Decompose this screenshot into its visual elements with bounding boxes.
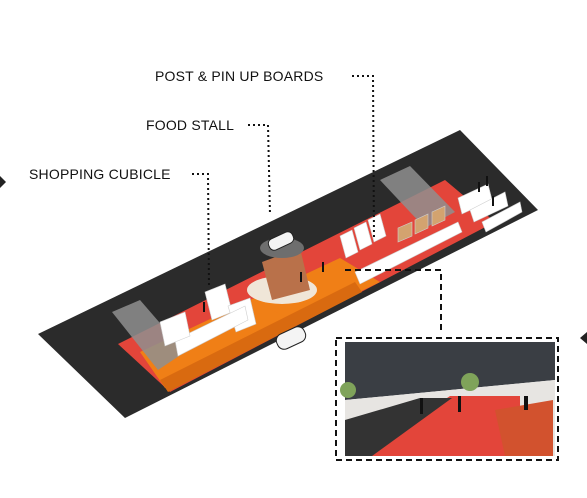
orange-zone-edge (160, 282, 362, 392)
arrow-right-icon (0, 176, 6, 188)
shopping-cubicles-left (159, 283, 257, 357)
people-figures (203, 176, 494, 312)
food-stall-hub (247, 238, 317, 304)
orange-zone-left (140, 298, 300, 388)
label-post-pin-up-boards: POST & PIN UP BOARDS (155, 68, 324, 84)
label-shopping-cubicle: SHOPPING CUBICLE (29, 166, 171, 182)
pin-up-boards (339, 205, 446, 259)
bench-strip (354, 221, 463, 285)
car-icon (267, 231, 295, 251)
leader-lines (192, 75, 375, 289)
car-icon (275, 326, 307, 350)
shade-block-left (112, 300, 185, 370)
label-food-stall: FOOD STALL (146, 117, 235, 133)
arrow-left-icon (580, 332, 587, 344)
inset-callout (335, 269, 559, 461)
